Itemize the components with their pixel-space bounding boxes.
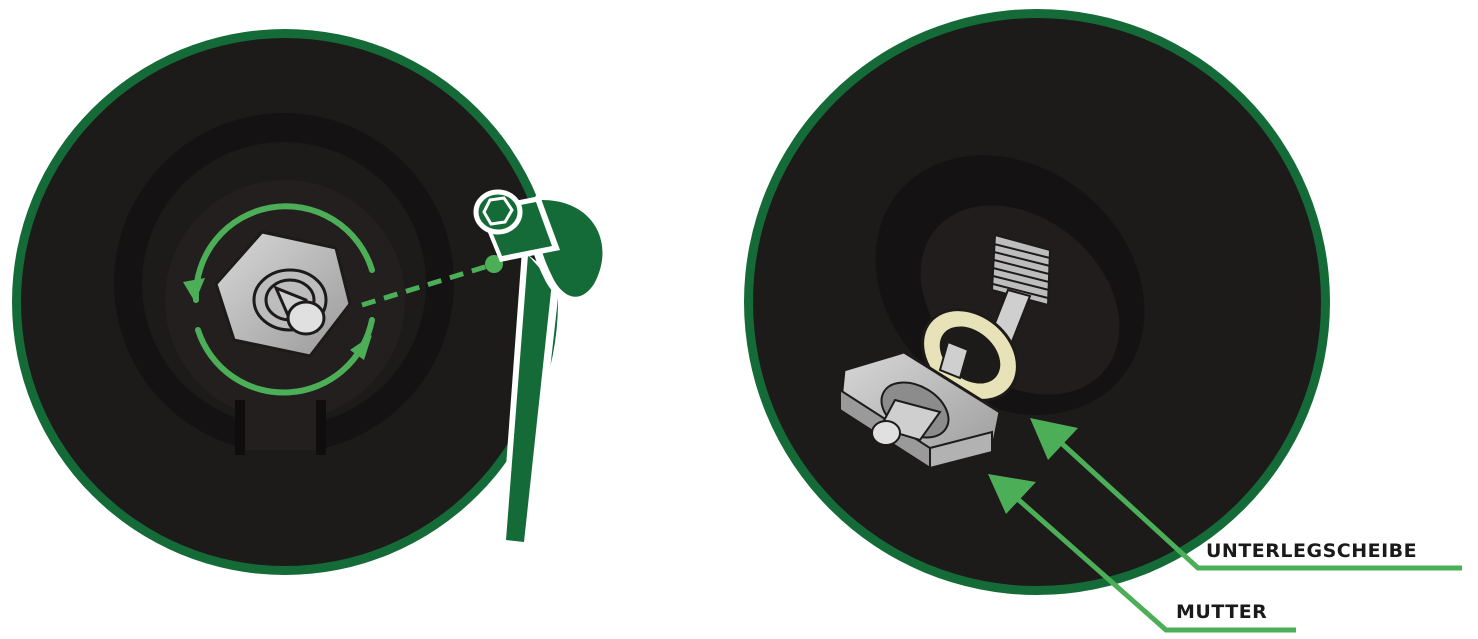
washer-label: UNTERLEGSCHEIBE xyxy=(1206,540,1417,562)
right-disc-illustration xyxy=(744,9,1330,595)
left-disc-illustration xyxy=(12,29,611,575)
nut-label: MUTTER xyxy=(1176,601,1267,623)
